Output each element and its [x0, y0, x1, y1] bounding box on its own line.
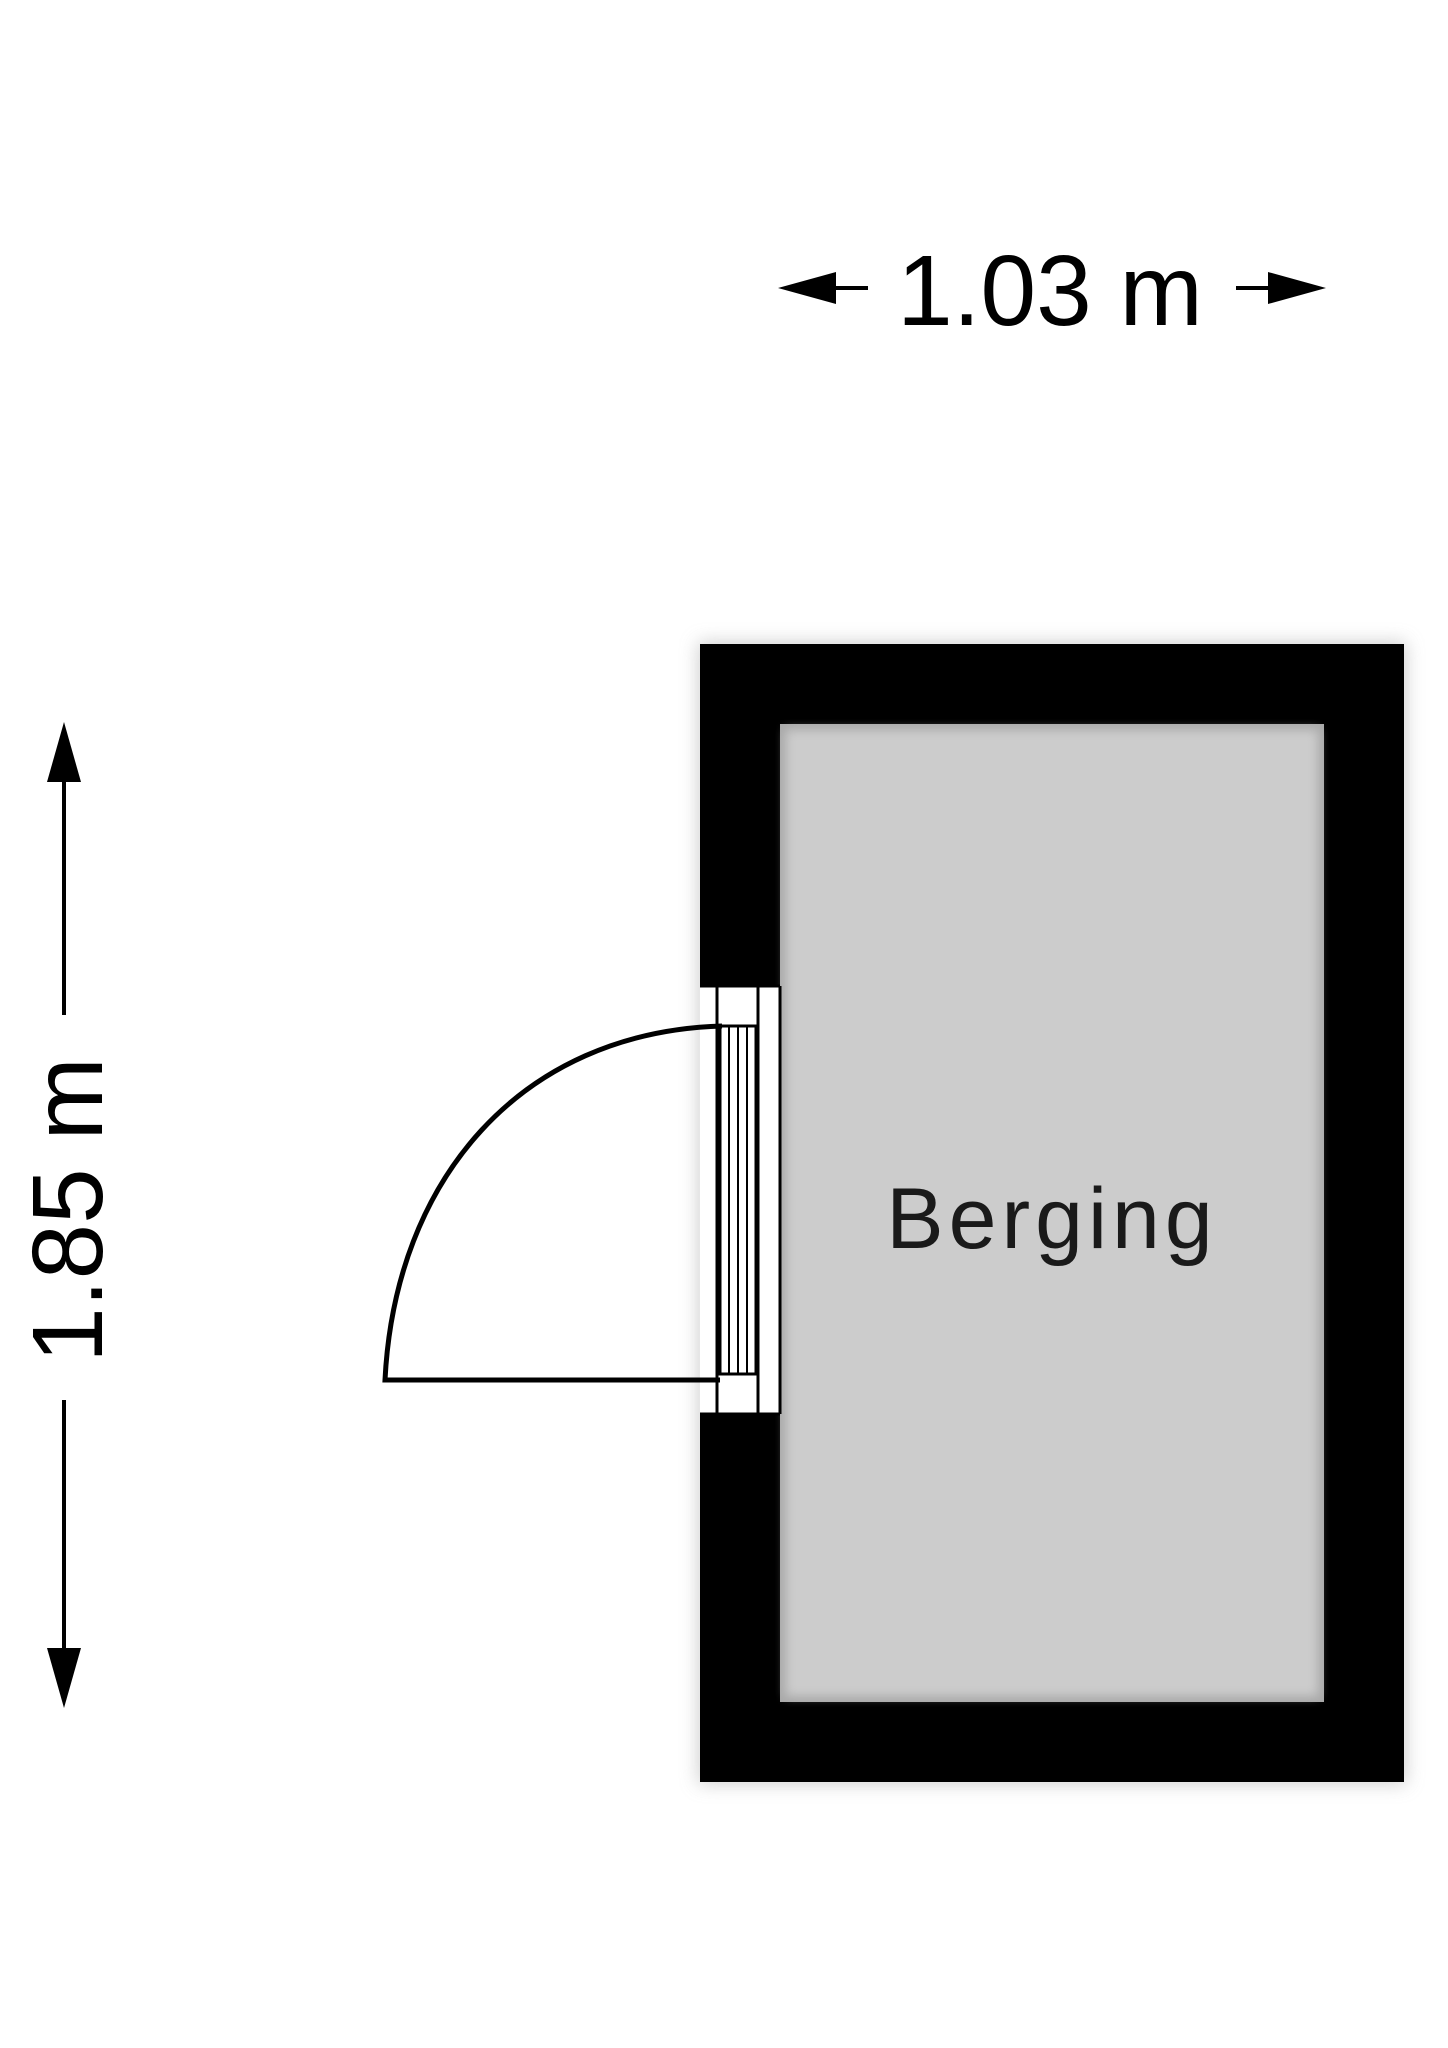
height-label: 1.85 m — [12, 1057, 124, 1363]
height-arrow-bottom-head — [47, 1648, 81, 1708]
width-label: 1.03 m — [897, 235, 1203, 347]
width-arrow-right-head — [1268, 272, 1326, 304]
door-swing-arc — [385, 1026, 722, 1380]
width-arrow-left-head — [778, 272, 836, 304]
height-arrow-top-head — [47, 722, 81, 782]
room: Berging — [385, 642, 1406, 1784]
height-dimension: 1.85 m — [12, 722, 124, 1708]
room-label: Berging — [886, 1171, 1217, 1267]
width-dimension: 1.03 m — [778, 235, 1326, 347]
